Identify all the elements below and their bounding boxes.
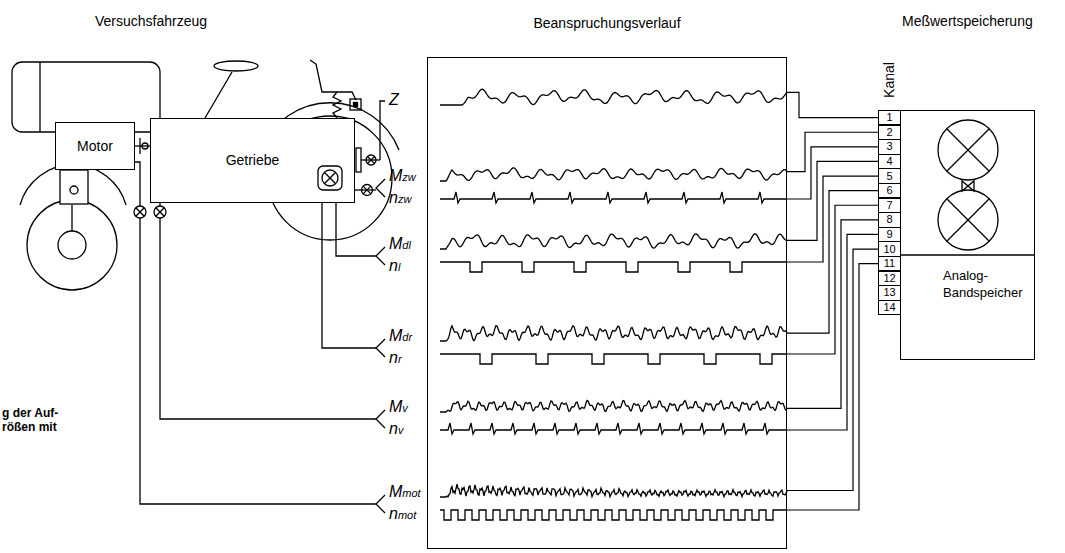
signal-trace — [440, 262, 787, 272]
signal-name: Mdl — [389, 235, 411, 254]
channel-wire — [787, 132, 878, 171]
channel-box: 7 — [878, 197, 901, 213]
signal-name: nr — [389, 349, 402, 368]
signal-name: Z — [389, 91, 399, 110]
signal-name: Mv — [389, 398, 408, 417]
channel-number: 8 — [886, 213, 892, 226]
channel-box: 14 — [878, 300, 901, 316]
engine-box: Motor — [55, 122, 135, 170]
channel-number: 4 — [886, 155, 892, 168]
signal-trace — [440, 354, 787, 364]
signal-traces — [440, 89, 787, 520]
channel-number: 5 — [886, 170, 892, 183]
channel-wire — [787, 220, 878, 409]
channel-box: 8 — [878, 212, 901, 228]
node-label: Motor — [77, 138, 113, 155]
channel-number: 14 — [883, 301, 895, 314]
channel-number: 3 — [886, 140, 892, 153]
channel-box: 1 — [878, 110, 901, 126]
node-label: Beanspruchungsverlauf — [428, 15, 786, 32]
channel-wire — [787, 249, 878, 490]
channel-box: 11 — [878, 256, 901, 272]
channel-box: 13 — [878, 285, 901, 301]
signal-trace — [440, 400, 787, 412]
tape-recorder: Analog-Bandspeicher1234567891011121314 — [900, 110, 1035, 360]
channel-wire — [787, 191, 878, 333]
channel-wire — [787, 92, 878, 117]
channel-wire — [787, 264, 878, 510]
signal-trace — [440, 326, 787, 341]
channel-box: 12 — [878, 270, 901, 286]
signal-name: Mmot — [389, 483, 421, 502]
tractor-drawing — [12, 60, 399, 513]
signal-trace — [440, 168, 787, 181]
node-label: Analog-Bandspeicher — [943, 267, 1031, 301]
tape-recorder-drawing — [900, 120, 1035, 255]
channel-number: 6 — [886, 184, 892, 197]
channel-number: 11 — [884, 257, 895, 270]
signal-name: nmot — [389, 505, 416, 524]
channel-number: 2 — [886, 126, 892, 139]
caption-fragment: rößen mit — [2, 418, 57, 436]
channel-number: 13 — [883, 286, 895, 299]
signal-name: nv — [389, 420, 403, 439]
signal-trace — [440, 89, 787, 105]
channel-box: 10 — [878, 241, 901, 257]
signal-trace — [440, 423, 787, 434]
gearbox-box: Getriebe — [150, 118, 355, 203]
signal-trace — [440, 510, 787, 520]
channel-box: 6 — [878, 183, 901, 199]
channel-number: 9 — [886, 228, 892, 241]
channel-heading: Kanal — [880, 57, 898, 103]
channel-number: 12 — [883, 272, 895, 285]
node-label: Getriebe — [226, 152, 280, 169]
caption-fragment: g der Auf- — [2, 404, 58, 422]
signal-trace — [440, 234, 787, 249]
section-heading: Meßwertspeicherung — [902, 12, 1033, 30]
signal-trace — [440, 484, 787, 497]
channel-wire — [787, 161, 878, 240]
section-heading: Versuchsfahrzeug — [95, 12, 207, 30]
channel-number: 10 — [883, 243, 895, 256]
channel-box: 2 — [878, 124, 901, 140]
signal-name: nzw — [389, 189, 411, 208]
signal-trace — [440, 192, 787, 203]
channel-box: 9 — [878, 227, 901, 243]
channel-number: 1 — [886, 111, 892, 124]
channel-box: 4 — [878, 154, 901, 170]
channel-number: 7 — [886, 199, 892, 212]
channel-box: 3 — [878, 139, 901, 155]
channel-wire — [787, 205, 878, 354]
signal-name: Mdr — [389, 327, 412, 346]
signal-name: Mzw — [389, 167, 416, 186]
signal-name: nl — [389, 257, 400, 276]
channel-box: 5 — [878, 168, 901, 184]
signal-panel: Beanspruchungsverlauf — [427, 57, 787, 549]
